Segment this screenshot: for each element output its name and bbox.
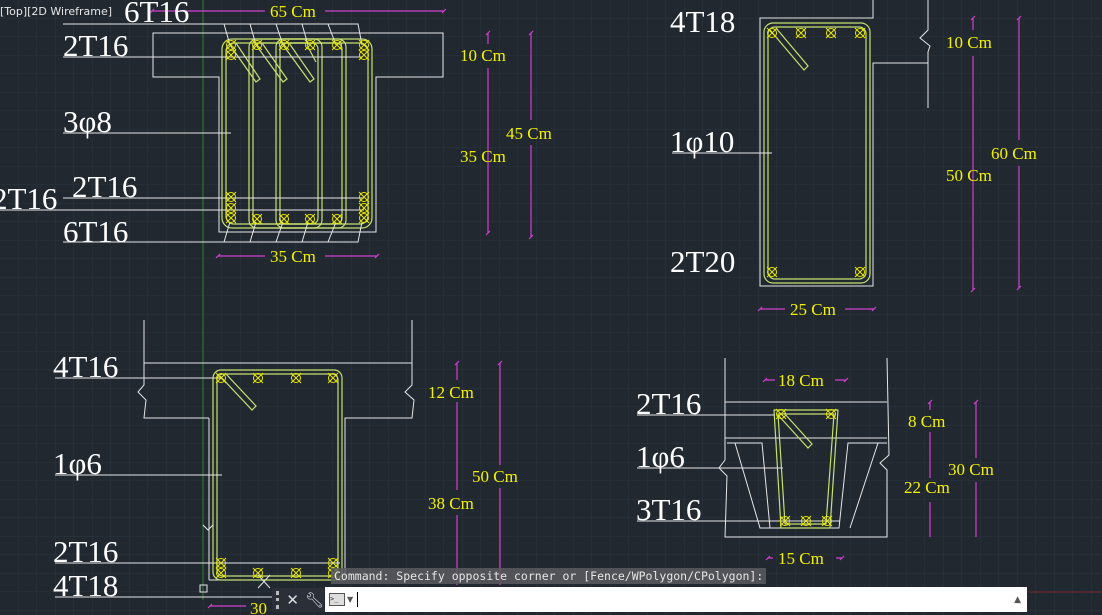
viewport-controls[interactable]: [Top][2D Wireframe] bbox=[0, 5, 113, 18]
dim-18cm: 18 Cm bbox=[778, 371, 824, 390]
dim-35cm-h: 35 Cm bbox=[270, 247, 316, 266]
label-1phi6-s4: 1φ6 bbox=[636, 439, 685, 474]
dim-25cm: 25 Cm bbox=[790, 300, 836, 319]
label-3phi8: 3φ8 bbox=[63, 104, 112, 139]
dim-50cm: 50 Cm bbox=[946, 166, 992, 185]
label-2t16-mid: 2T16 bbox=[72, 169, 137, 204]
dim-30cm: 30 Cm bbox=[948, 460, 994, 479]
command-input[interactable] bbox=[358, 588, 1015, 611]
label-2t16-s3: 2T16 bbox=[53, 534, 118, 569]
wrench-icon[interactable]: 🔧︎ bbox=[304, 591, 324, 609]
label-2t16-left: 2T16 bbox=[0, 181, 57, 216]
label-6t16-bottom: 6T16 bbox=[63, 214, 128, 249]
drag-handle[interactable] bbox=[276, 591, 280, 609]
label-6t16-top: 6T16 bbox=[124, 0, 189, 29]
label-3t16: 3T16 bbox=[636, 492, 701, 527]
dim-10cm-s2: 10 Cm bbox=[946, 33, 992, 52]
command-line-tools: ✕ 🔧︎ bbox=[272, 588, 324, 612]
label-4t18-s3: 4T18 bbox=[53, 568, 118, 603]
dim-8cm: 8 Cm bbox=[908, 412, 945, 431]
dim-50cm-s3: 50 Cm bbox=[472, 467, 518, 486]
dim-38cm: 38 Cm bbox=[428, 494, 474, 513]
label-4t16: 4T16 bbox=[53, 349, 118, 384]
chevron-up-icon[interactable]: ▲ bbox=[1014, 594, 1021, 605]
dim-30: 30 bbox=[250, 599, 267, 615]
chevron-down-icon[interactable]: ▼ bbox=[347, 595, 354, 604]
section-beam-25x60 bbox=[672, 0, 1022, 312]
section-ribbed-slab bbox=[637, 357, 979, 561]
label-2t20: 2T20 bbox=[670, 244, 735, 279]
dim-60cm: 60 Cm bbox=[991, 144, 1037, 163]
dim-45cm: 45 Cm bbox=[506, 124, 552, 143]
label-2t16-top: 2T16 bbox=[63, 28, 128, 63]
label-1phi10: 1φ10 bbox=[670, 124, 734, 159]
dim-10cm: 10 Cm bbox=[460, 46, 506, 65]
dim-15cm: 15 Cm bbox=[778, 549, 824, 568]
command-prompt-icon[interactable]: >_ bbox=[329, 593, 345, 606]
label-2t16-s4: 2T16 bbox=[636, 386, 701, 421]
dim-12cm: 12 Cm bbox=[428, 383, 474, 402]
text-cursor bbox=[357, 592, 359, 607]
command-line: >_ ▼ ▲ bbox=[325, 587, 1027, 612]
dim-22cm: 22 Cm bbox=[904, 478, 950, 497]
label-4t18: 4T18 bbox=[670, 4, 735, 39]
label-1phi6: 1φ6 bbox=[53, 446, 102, 481]
dim-35cm-v: 35 Cm bbox=[460, 147, 506, 166]
close-icon[interactable]: ✕ bbox=[286, 591, 299, 609]
section-l-beam-30x50 bbox=[55, 320, 503, 609]
command-history: Command: Specify opposite corner or [Fen… bbox=[331, 568, 767, 584]
section-t-beam-65 bbox=[0, 8, 534, 259]
dim-65cm: 65 Cm bbox=[270, 2, 316, 21]
